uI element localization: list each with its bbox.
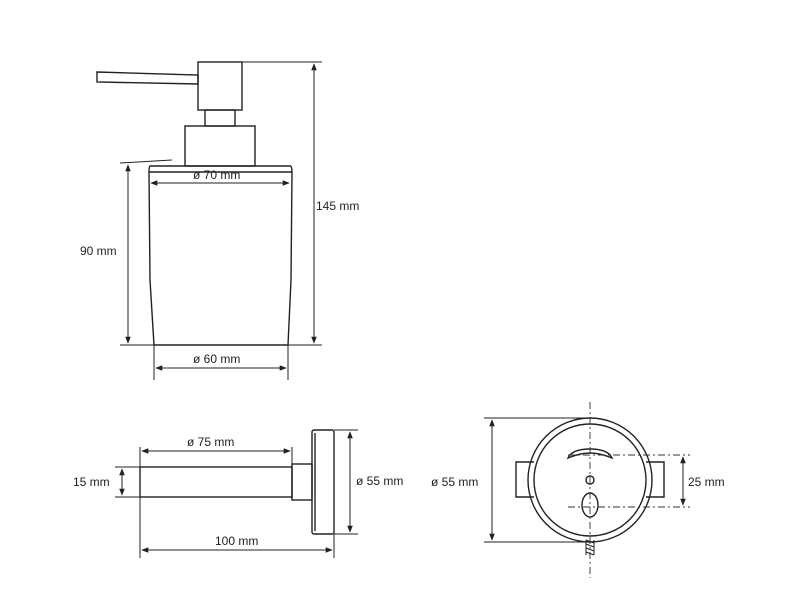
pump-collar [184, 125, 256, 167]
dimension-145 [242, 61, 322, 346]
hole-spacing-label: 25 mm [688, 475, 725, 489]
dimension-plate-diameter [334, 429, 358, 535]
front-diameter-label: ø 55 mm [431, 475, 478, 489]
depth-label: 100 mm [215, 534, 258, 548]
pump-head [197, 61, 243, 111]
ring-diameter-label: ø 75 mm [187, 435, 234, 449]
bottle-outline [148, 165, 293, 346]
right-tab [646, 461, 665, 498]
pump-spout [96, 71, 199, 85]
dimension-ring-diameter [139, 447, 293, 467]
bottle-height-label: 90 mm [80, 244, 117, 258]
centerlines [568, 402, 690, 578]
wall-plate [311, 429, 335, 535]
upper-slot [566, 448, 614, 460]
soap-dispenser-view [96, 61, 293, 346]
dimension-100 [139, 497, 335, 558]
dimension-15 [115, 466, 140, 498]
holder-side-view [139, 429, 335, 535]
dimension-bottom-diameter [153, 345, 289, 380]
dispenser-height-label: 145 mm [316, 199, 359, 213]
bottom-diameter-label: ø 60 mm [193, 352, 240, 366]
top-diameter-label: ø 70 mm [193, 168, 240, 182]
holder-arm [139, 466, 293, 498]
plate-diameter-label: ø 55 mm [356, 474, 403, 488]
thickness-label: 15 mm [73, 475, 110, 489]
left-tab [515, 461, 534, 498]
dimension-front-diameter [484, 417, 590, 543]
holder-arm-collar [291, 463, 313, 501]
dimension-90 [119, 159, 173, 346]
pump-neck [204, 109, 236, 127]
